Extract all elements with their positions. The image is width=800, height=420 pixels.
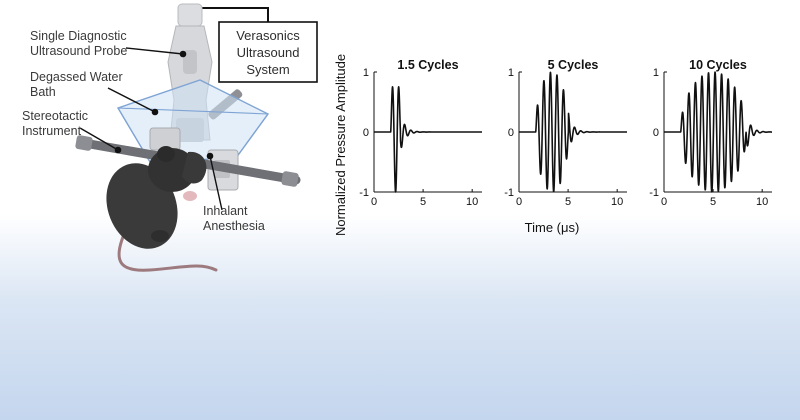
x-tick-label: 10	[756, 196, 768, 208]
probe-label-line2: Ultrasound Probe	[30, 44, 127, 58]
y-tick-label: 0	[508, 127, 514, 139]
x-tick-label: 10	[611, 196, 623, 208]
x-tick-label: 0	[661, 196, 667, 208]
waveform-line	[518, 71, 628, 193]
anesthesia-label-line2: Anesthesia	[203, 219, 265, 233]
waveform-line	[373, 86, 483, 193]
verasonics-system-box	[218, 21, 318, 83]
y-tick-label: 0	[363, 127, 369, 139]
x-tick-label: 5	[420, 196, 426, 208]
x-axis-label: Time (μs)	[525, 220, 580, 235]
y-axis-label: Normalized Pressure Amplitude	[333, 54, 348, 236]
waveform-line	[663, 71, 773, 193]
panel-title: 10 Cycles	[689, 58, 747, 72]
panel-title: 5 Cycles	[548, 58, 599, 72]
mouse-illustration	[106, 146, 218, 272]
y-tick-label: 1	[508, 67, 514, 79]
leader-lines	[79, 47, 223, 211]
panel-title: 1.5 Cycles	[397, 58, 458, 72]
mouse-tail	[117, 230, 218, 272]
x-tick-label: 10	[466, 196, 478, 208]
bath-label-line2: Bath	[30, 85, 56, 99]
bath-label-line1: Degassed Water	[30, 70, 123, 84]
y-tick-label: -1	[359, 187, 369, 199]
x-tick-label: 0	[371, 196, 377, 208]
waveform-charts: Normalized Pressure Amplitude Time (μs) …	[333, 54, 773, 236]
anesthesia-label-line1: Inhalant	[203, 204, 248, 218]
setup-illustration: Verasonics Ultrasound System	[22, 3, 318, 272]
stereotactic-label-line1: Stereotactic	[22, 109, 88, 123]
y-tick-label: -1	[504, 187, 514, 199]
y-tick-label: 1	[653, 67, 659, 79]
probe-cable	[196, 7, 269, 22]
y-tick-label: 0	[653, 127, 659, 139]
y-tick-label: 1	[363, 67, 369, 79]
x-tick-label: 0	[516, 196, 522, 208]
probe-label-line1: Single Diagnostic	[30, 29, 127, 43]
system-label-line1: Verasonics	[236, 28, 300, 43]
x-tick-label: 5	[565, 196, 571, 208]
system-label-line2: Ultrasound	[237, 45, 300, 60]
y-tick-label: -1	[649, 187, 659, 199]
x-tick-label: 5	[710, 196, 716, 208]
system-label-line3: System	[246, 62, 289, 77]
stereotactic-label-line2: Instrument	[22, 124, 82, 138]
